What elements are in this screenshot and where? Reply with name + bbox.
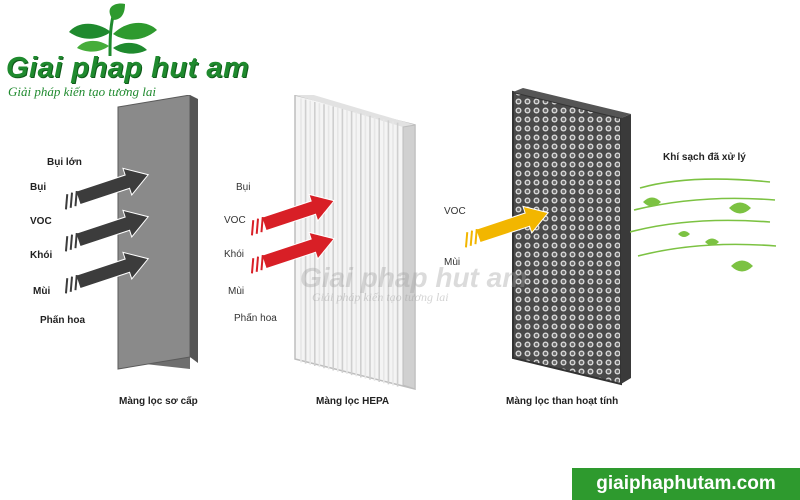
- pre-filter-caption: Màng lọc sơ cấp: [119, 396, 198, 407]
- hepa-filter-panel: [294, 95, 416, 390]
- hepa-label-pollen: Phấn hoa: [234, 313, 277, 324]
- leaf-icon: [731, 260, 753, 272]
- hepa-label-smoke: Khói: [224, 249, 245, 260]
- hepa-filter-caption: Màng lọc HEPA: [316, 396, 390, 407]
- pre-filter-label-voc: VOC: [30, 216, 52, 227]
- pre-filter-arrow: [64, 167, 150, 210]
- clean-air-wisp: [633, 197, 776, 211]
- pre-filter-label-pollen: Phấn hoa: [40, 315, 86, 326]
- hepa-label-voc: VOC: [224, 215, 246, 226]
- pre-filter-label-smoke: Khói: [30, 250, 53, 261]
- carbon-filter-arrow: [464, 205, 550, 248]
- leaf-icon: [643, 197, 661, 207]
- hepa-label-dust: Bụi: [236, 182, 251, 193]
- watermark-tagline: Giải pháp kiến tạo tương lai: [312, 290, 449, 304]
- logo-wordmark: Giai phap hut am: [6, 52, 250, 84]
- carbon-filter-panel: [512, 88, 631, 386]
- watermark-wordmark: Giai phap hut am: [300, 262, 528, 293]
- carbon-label-voc: VOC: [444, 206, 466, 217]
- pre-filter-label-odor: Mùi: [33, 286, 51, 297]
- pre-filter-label-large-dust: Bụi lớn: [47, 157, 82, 168]
- leaf-icon: [729, 202, 751, 214]
- clean-air-flow: [630, 178, 777, 272]
- leaf-icon: [678, 231, 690, 237]
- clean-air-label: Khí sạch đã xử lý: [663, 152, 746, 163]
- pre-filter-arrow: [64, 209, 150, 252]
- pre-filter-label-dust: Bụi: [30, 182, 47, 193]
- clean-air-wisp: [637, 243, 777, 257]
- hepa-filter-arrow: [250, 193, 336, 236]
- clean-air-wisp: [639, 178, 771, 189]
- leaf-icon: [705, 238, 719, 246]
- logo-tagline: Giải pháp kiến tạo tương lai: [8, 84, 156, 99]
- hepa-filter-arrow: [250, 231, 336, 274]
- pre-filter-arrow: [64, 251, 150, 294]
- hepa-label-odor: Mùi: [228, 286, 245, 297]
- clean-air-wisp: [630, 219, 771, 233]
- carbon-label-odor: Mùi: [444, 257, 461, 268]
- carbon-filter-caption: Màng lọc than hoạt tính: [506, 396, 619, 407]
- logo-leaves-icon: [69, 3, 157, 57]
- website-banner[interactable]: giaiphaphutam.com: [572, 468, 800, 500]
